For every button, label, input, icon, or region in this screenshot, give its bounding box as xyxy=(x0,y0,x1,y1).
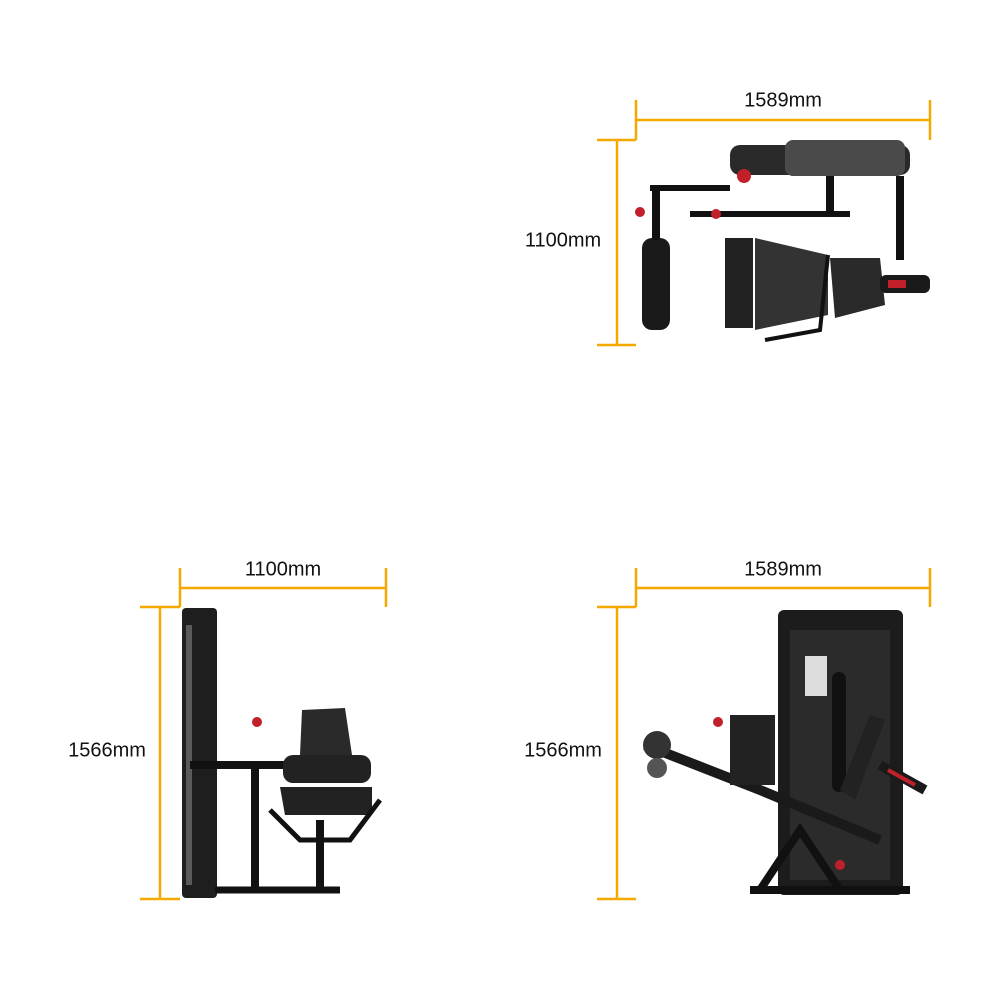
front-width-dimension xyxy=(634,568,932,607)
side-depth-dimension xyxy=(178,568,388,607)
front-height-label: 1566mm xyxy=(524,739,602,762)
top-width-label: 1589mm xyxy=(744,89,822,112)
side-height-dimension xyxy=(140,605,180,901)
front-width-label: 1589mm xyxy=(744,558,822,581)
front-height-dimension xyxy=(597,605,636,901)
side-height-label: 1566mm xyxy=(68,739,146,762)
machine-front-view xyxy=(643,610,928,895)
dimension-lines xyxy=(140,100,932,901)
top-depth-label: 1100mm xyxy=(524,229,602,252)
machine-side-view xyxy=(182,608,382,898)
top-depth-dimension xyxy=(597,138,636,347)
side-depth-label: 1100mm xyxy=(244,558,322,581)
top-width-dimension xyxy=(634,100,932,140)
machine-top-view xyxy=(635,140,930,342)
